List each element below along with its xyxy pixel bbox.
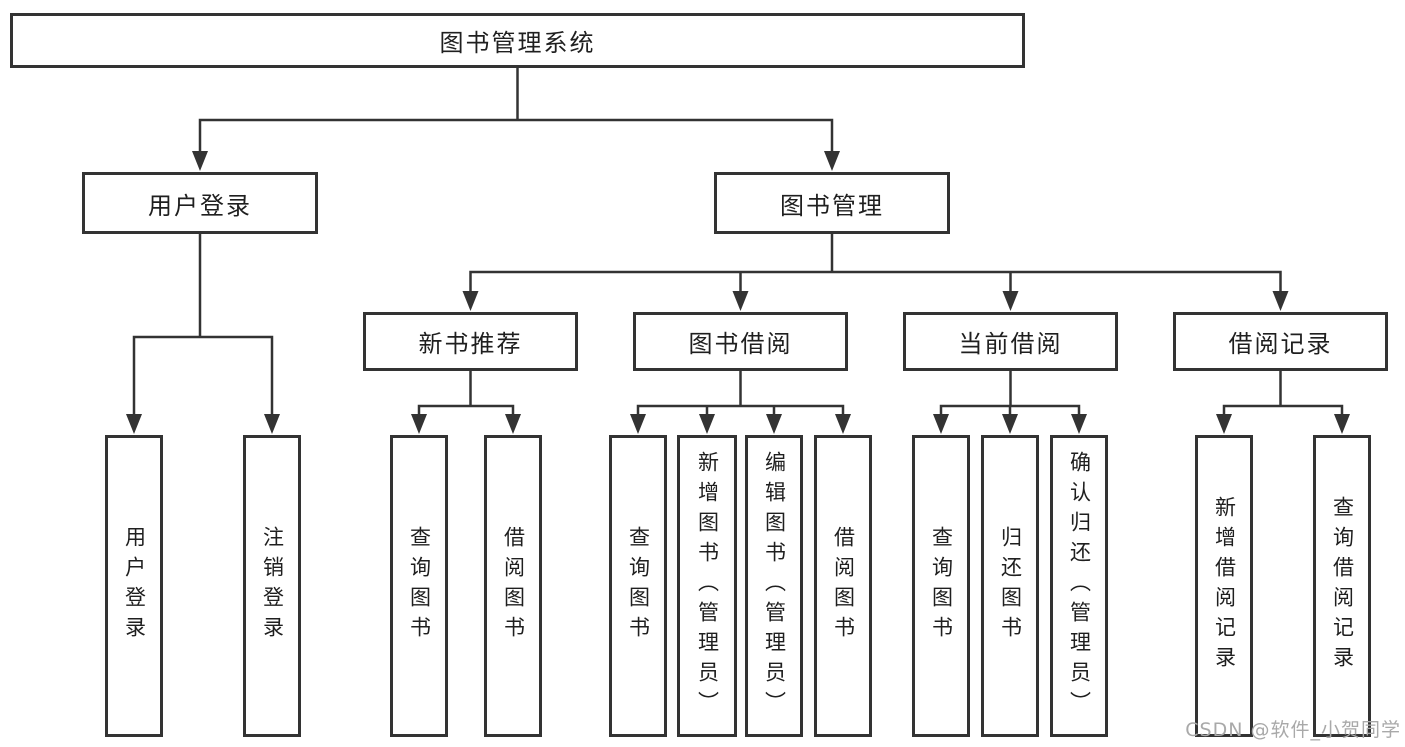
edge-from-new-book-rec [417,367,515,421]
node-cb-confirm-label: 确认归还（管理员） [1067,451,1092,721]
node-user-login-label: 用户登录 [148,191,252,220]
node-bb-query-label: 查询图书 [626,526,651,646]
arrowhead-icon [126,414,142,434]
node-bb-add-label: 新增图书（管理员） [695,451,720,721]
node-root-label: 图书管理系统 [439,29,596,57]
arrowhead-icon [462,291,479,311]
node-nb-query-label: 查询图书 [407,526,432,646]
node-book-mgmt-label: 图书管理 [780,191,884,220]
node-logout-col-label: 注销登录 [260,526,285,646]
node-bb-borrow: 借阅图书 [814,435,872,737]
node-nb-borrow-label: 借阅图书 [501,526,526,646]
arrowhead-icon [1272,291,1289,311]
arrowhead-icon [933,414,949,434]
edge-from-user-login [132,230,274,421]
edge-from-root [198,64,834,158]
watermark: CSDN @软件_小贺同学 [1185,719,1401,741]
node-cb-query: 查询图书 [912,435,970,737]
node-nb-query: 查询图书 [390,435,448,737]
node-bb-edit-label: 编辑图书（管理员） [762,451,787,721]
node-current-borrow-label: 当前借阅 [958,330,1063,358]
arrowhead-icon [1334,414,1350,434]
node-new-book-rec: 新书推荐 [363,312,578,371]
node-cb-return: 归还图书 [981,435,1039,737]
arrowhead-icon [505,414,521,434]
node-borrow-record-label: 借阅记录 [1228,330,1333,358]
arrowhead-icon [835,414,851,434]
arrowhead-icon [766,414,782,434]
node-bb-borrow-label: 借阅图书 [831,526,856,646]
arrowhead-icon [630,414,646,434]
edge-from-borrow-record [1222,367,1344,421]
node-cb-return-label: 归还图书 [998,526,1023,646]
edge-from-book-borrow [636,367,845,421]
node-book-mgmt: 图书管理 [714,172,950,234]
edge-from-current-borrow [939,367,1081,421]
node-user-login-col: 用户登录 [105,435,163,737]
arrowhead-icon [1071,414,1087,434]
node-br-add-label: 新增借阅记录 [1212,496,1237,676]
arrowhead-icon [1002,291,1019,311]
node-br-query: 查询借阅记录 [1313,435,1371,737]
arrowhead-icon [264,414,280,434]
node-bb-add: 新增图书（管理员） [677,435,737,737]
arrowhead-icon [1002,414,1018,434]
node-new-book-rec-label: 新书推荐 [418,330,523,358]
node-book-borrow: 图书借阅 [633,312,848,371]
arrowhead-icon [824,151,840,171]
node-borrow-record: 借阅记录 [1173,312,1388,371]
arrowhead-icon [732,291,749,311]
node-book-borrow-label: 图书借阅 [688,330,793,358]
arrowhead-icon [411,414,427,434]
node-logout-col: 注销登录 [243,435,301,737]
node-current-borrow: 当前借阅 [903,312,1118,371]
node-root: 图书管理系统 [10,13,1025,68]
arrowhead-icon [192,151,208,171]
node-br-add: 新增借阅记录 [1195,435,1253,737]
node-user-login: 用户登录 [82,172,318,234]
arrowhead-icon [699,414,715,434]
node-bb-query: 查询图书 [609,435,667,737]
node-cb-query-label: 查询图书 [929,526,954,646]
node-br-query-label: 查询借阅记录 [1330,496,1355,676]
node-nb-borrow: 借阅图书 [484,435,542,737]
node-bb-edit: 编辑图书（管理员） [745,435,803,737]
edge-from-book-mgmt [469,230,1282,298]
arrowhead-icon [1216,414,1232,434]
node-user-login-col-label: 用户登录 [122,526,147,646]
node-cb-confirm: 确认归还（管理员） [1050,435,1108,737]
